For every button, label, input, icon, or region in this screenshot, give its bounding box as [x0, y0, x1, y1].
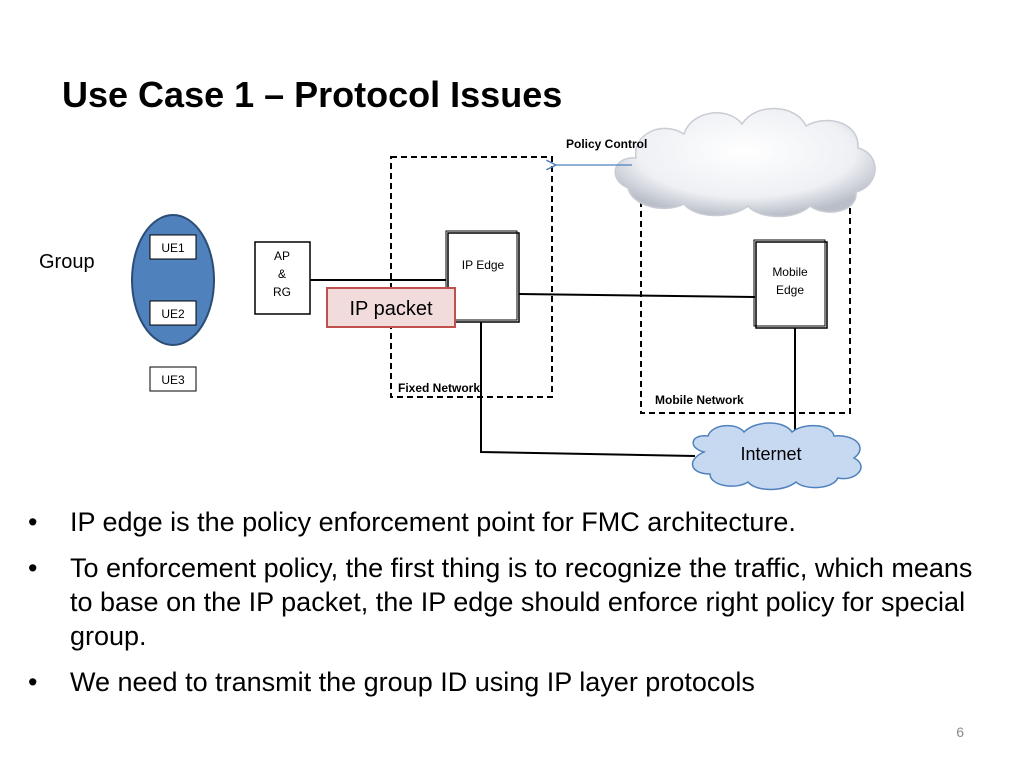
policy-cloud-icon [614, 107, 876, 218]
fixed-network-boundary [390, 156, 553, 398]
bullet-item-2: • To enforcement policy, the first thing… [28, 551, 998, 653]
policy-control-label: Policy Control [566, 137, 647, 151]
bullet-item-3: • We need to transmit the group ID using… [28, 665, 998, 699]
ip-edge-label: IP Edge [462, 258, 505, 272]
ue1-box: UE1 [149, 234, 197, 260]
bullet-item-1: • IP edge is the policy enforcement poin… [28, 505, 998, 539]
bullet-text-3: We need to transmit the group ID using I… [70, 667, 755, 697]
mobile-edge-line-1: Mobile [772, 265, 808, 279]
ip-edge-box: IP Edge [445, 230, 520, 323]
ap-rg-line-ap: AP [274, 249, 290, 263]
slide-title: Use Case 1 – Protocol Issues [62, 74, 563, 115]
mobile-edge-line-2: Edge [776, 283, 804, 297]
page-number: 6 [956, 724, 964, 740]
ipedge-to-mobileedge-link [518, 293, 756, 298]
ue3-box: UE3 [149, 366, 197, 392]
mobile-network-label: Mobile Network [655, 393, 744, 407]
ip-packet-label: IP packet [349, 298, 432, 320]
bullet-symbol: • [28, 553, 38, 583]
ip-packet-box: IP packet [326, 287, 456, 328]
bullet-symbol: • [28, 507, 38, 537]
network-diagram: Policy Control Group UE1 UE2 UE3 AP & RG… [39, 107, 876, 491]
ue3-label: UE3 [161, 373, 185, 387]
internet-cloud-icon [691, 422, 862, 491]
bullet-text-2: To enforcement policy, the first thing i… [70, 553, 973, 651]
ap-rg-line-amp: & [278, 267, 286, 281]
internet-label: Internet [740, 444, 801, 464]
bullet-list: • IP edge is the policy enforcement poin… [28, 505, 998, 711]
ipedge-to-internet-link [480, 322, 696, 457]
fixed-network-label: Fixed Network [398, 381, 480, 395]
ue2-box: UE2 [149, 300, 197, 326]
group-label: Group [39, 251, 95, 273]
ue2-label: UE2 [161, 307, 185, 321]
bullet-symbol: • [28, 667, 38, 697]
ue1-label: UE1 [161, 241, 185, 255]
ap-rg-line-rg: RG [273, 285, 291, 299]
ap-rg-box: AP & RG [254, 241, 311, 315]
bullet-text-1: IP edge is the policy enforcement point … [70, 507, 796, 537]
mobile-edge-box: Mobile Edge [753, 239, 828, 329]
